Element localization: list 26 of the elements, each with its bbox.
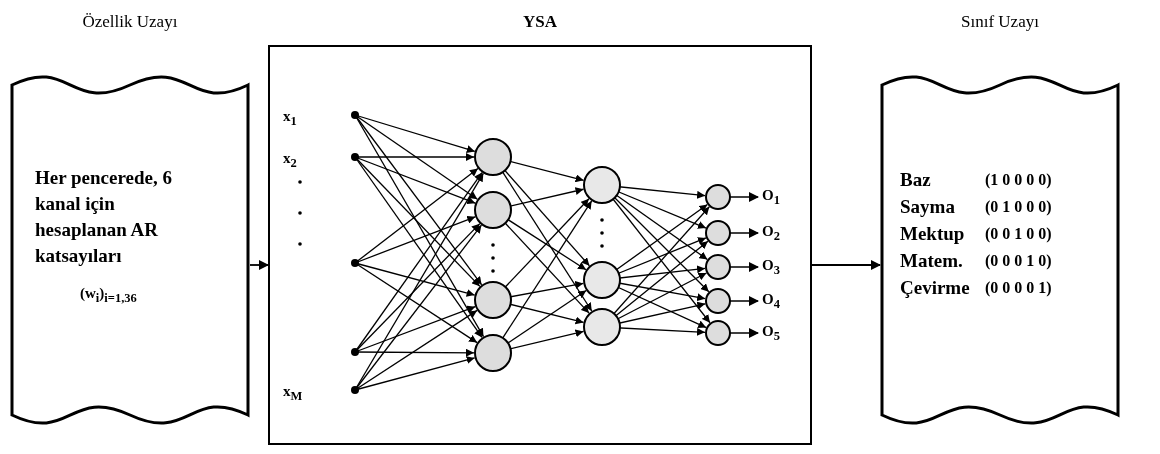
- formula-text: (w$_{i}$)$_{i=1,36}$: [80, 284, 137, 307]
- class-name: Çevirme: [900, 276, 970, 300]
- input-label: x$_{1}$: [283, 108, 297, 129]
- description-text: Her pencerede, 6 kanal için hesaplanan AR katsayıları: [35, 166, 173, 268]
- output-label: O$_{5}$: [762, 323, 780, 344]
- frame-title: YSA: [523, 12, 557, 32]
- class-name: Matem.: [900, 249, 963, 273]
- arrow: [249, 260, 269, 270]
- output-label: O$_{3}$: [762, 257, 780, 278]
- class-name: Baz: [900, 168, 931, 192]
- class-name: Sayma: [900, 195, 955, 219]
- output-label: O$_{4}$: [762, 291, 780, 312]
- class-code: (0 0 1 0 0): [985, 224, 1052, 245]
- space-title: Özellik Uzayı: [82, 12, 178, 32]
- output-label: O$_{2}$: [762, 223, 780, 244]
- class-code: (1 0 0 0 0): [985, 170, 1052, 191]
- class-code: (0 0 0 0 1): [985, 278, 1052, 299]
- class-code: (0 0 0 1 0): [985, 251, 1052, 272]
- input-label: x$_{M}$: [283, 383, 303, 404]
- network-frame: [268, 45, 812, 445]
- class-name: Mektup: [900, 222, 965, 246]
- input-label: x$_{2}$: [283, 150, 297, 171]
- arrow: [811, 260, 881, 270]
- class-code: (0 1 0 0 0): [985, 197, 1052, 218]
- space-title: Sınıf Uzayı: [961, 12, 1039, 32]
- output-label: O$_{1}$: [762, 187, 780, 208]
